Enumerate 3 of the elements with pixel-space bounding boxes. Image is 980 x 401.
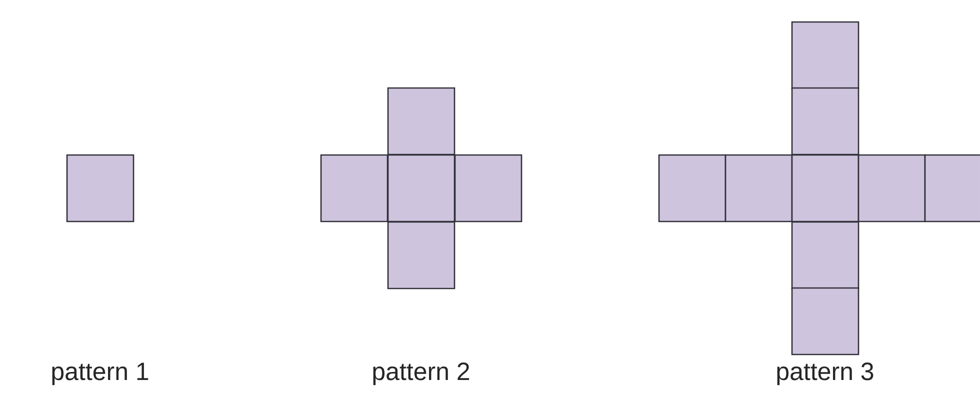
pattern-label: pattern 2 (373, 362, 470, 386)
pattern-label: pattern 3 (777, 362, 874, 386)
pattern-label: pattern 1 (52, 362, 148, 386)
